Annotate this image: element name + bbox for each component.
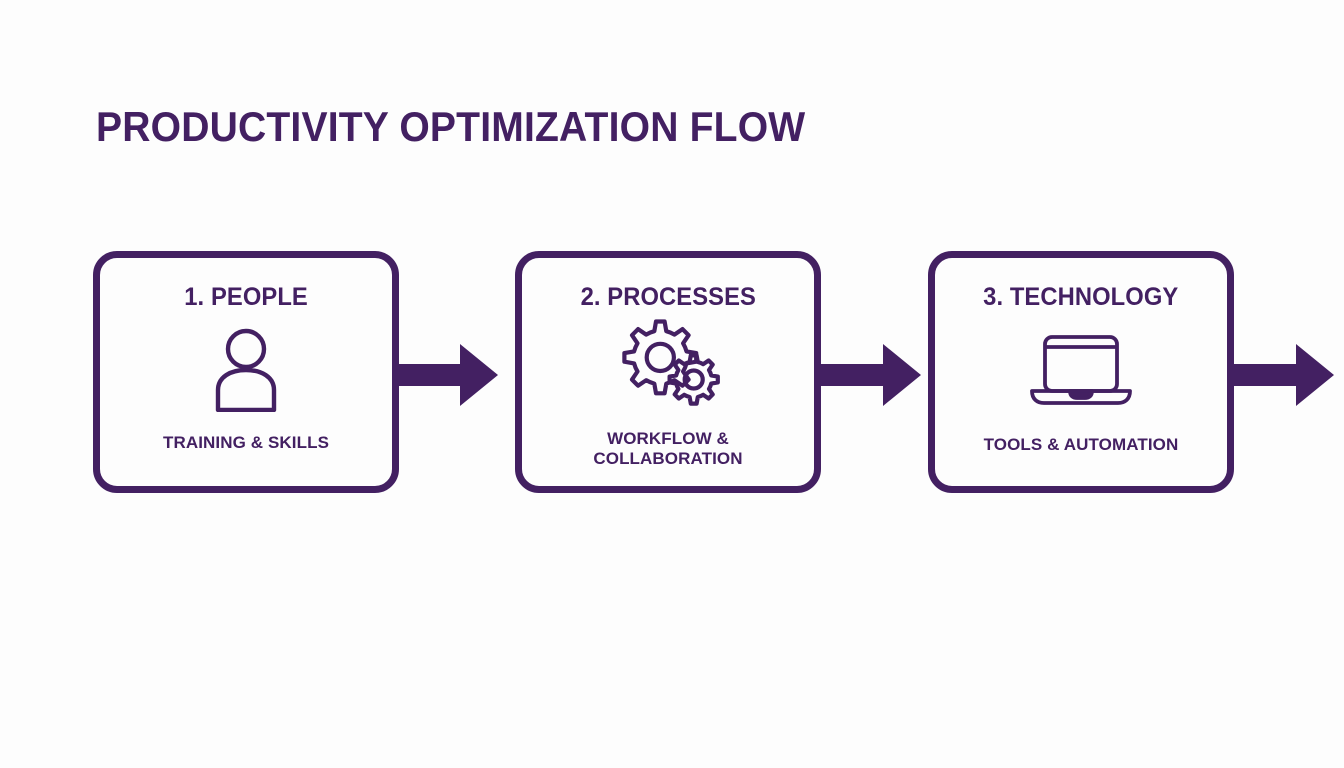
arrow-right-icon (1234, 344, 1334, 411)
flow-step-people-caption: TRAINING & SKILLS (162, 432, 330, 452)
flow-step-processes-caption-line1: WORKFLOW & (607, 428, 729, 448)
page-title: PRODUCTIVITY OPTIMIZATION FLOW (96, 103, 806, 150)
flow-step-people-title: 1. PEOPLE (184, 283, 308, 311)
flow-step-technology[interactable]: 3. TECHNOLOGY TOOLS & AUTOMATION (928, 251, 1234, 493)
flow-step-processes-title: 2. PROCESSES (580, 283, 756, 311)
flow-step-processes[interactable]: 2. PROCESSES WORKFLOW & COLLABORATION (515, 251, 821, 493)
flow-step-technology-title: 3. TECHNOLOGY (983, 283, 1179, 311)
flow-step-people[interactable]: 1. PEOPLE TRAINING & SKILLS (93, 251, 399, 493)
flow-step-technology-caption: TOOLS & AUTOMATION (983, 434, 1179, 454)
arrow-right-icon (821, 344, 921, 411)
flow-step-processes-caption-line2: COLLABORATION (593, 448, 743, 468)
laptop-icon (935, 312, 1227, 435)
flow-diagram: 1. PEOPLE TRAINING & SKILLS 2. PROCESSES (0, 251, 1344, 493)
flow-step-processes-caption: WORKFLOW & COLLABORATION (583, 429, 752, 469)
arrow-right-icon (398, 344, 498, 411)
person-icon (100, 312, 392, 433)
gears-icon (522, 312, 814, 429)
